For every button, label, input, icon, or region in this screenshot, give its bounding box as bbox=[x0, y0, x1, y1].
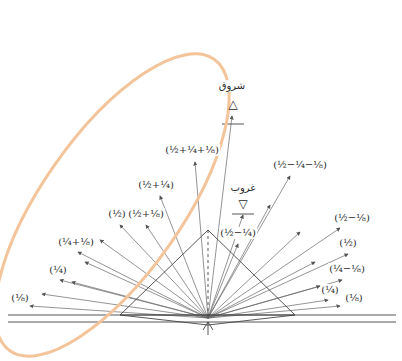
fraction-label: (½) bbox=[107, 208, 127, 220]
fraction-label: (¼−⅛) bbox=[328, 263, 366, 275]
fraction-label: (¼+⅛) bbox=[57, 236, 95, 248]
fraction-label: (½−¼−⅛) bbox=[272, 159, 328, 171]
fraction-label: (⅛) bbox=[10, 292, 30, 304]
sun-symbol: △ bbox=[227, 98, 238, 110]
direction-label: غروب bbox=[230, 182, 257, 194]
fraction-label: (¼) bbox=[320, 284, 340, 296]
fraction-label: (½+¼+⅛) bbox=[164, 144, 220, 156]
fraction-label: (½) bbox=[338, 237, 358, 249]
fraction-label: (½+¼) bbox=[137, 179, 175, 191]
fraction-label: (½−⅛) bbox=[333, 212, 371, 224]
fraction-label: (½−¼) bbox=[219, 227, 257, 239]
fraction-label: (½+⅛) bbox=[127, 208, 165, 220]
fraction-label: (¼) bbox=[48, 264, 68, 276]
sun-symbol: ▽ bbox=[237, 198, 248, 210]
direction-label: شروق bbox=[218, 80, 246, 92]
fraction-label: (⅛) bbox=[344, 292, 364, 304]
